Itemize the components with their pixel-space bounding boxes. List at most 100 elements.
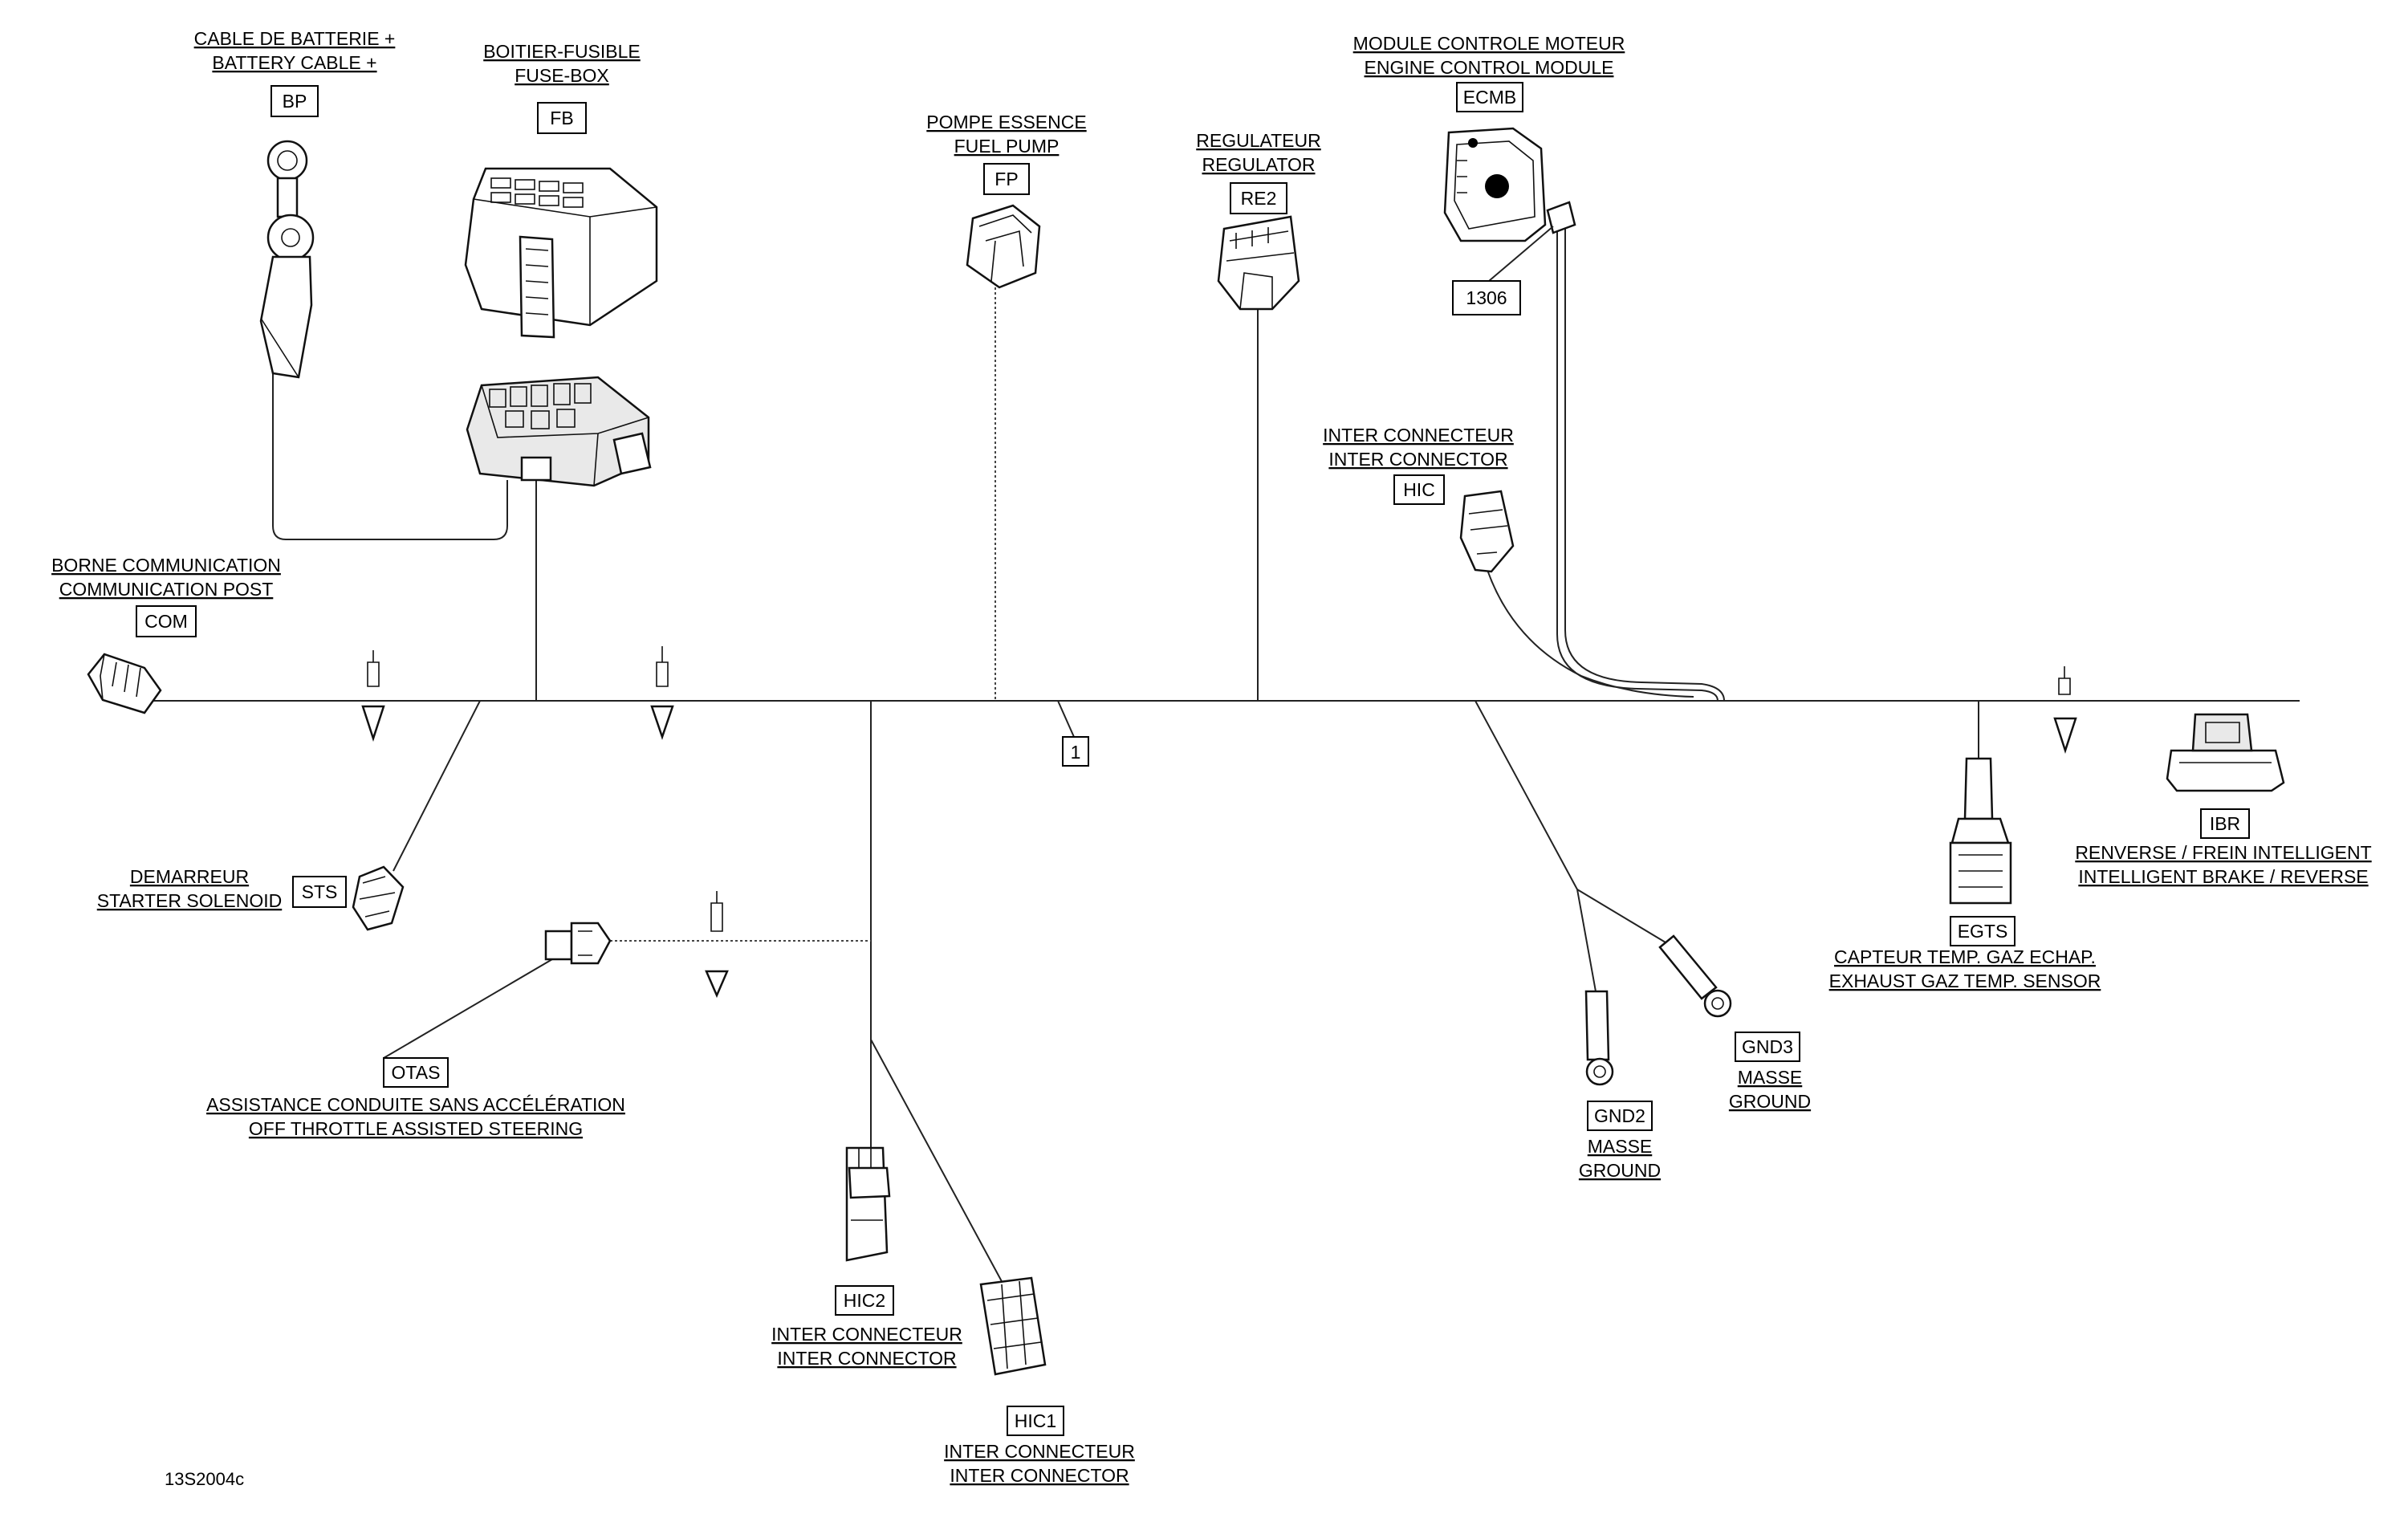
ecm-branch-2 <box>1564 217 1725 702</box>
gnd2-label: GND2 MASSE GROUND <box>1579 1101 1661 1181</box>
fb-label: BOITIER-FUSIBLE FUSE-BOX FB <box>483 41 641 134</box>
harness-clip-3 <box>705 891 729 999</box>
exhaust-gas-temp-sensor <box>1949 757 2012 905</box>
gnd3-label-fr: MASSE <box>1738 1067 1803 1088</box>
ecm-part-number: 1306 <box>1466 287 1507 308</box>
ibr-code: IBR <box>2210 813 2240 834</box>
harness-clip-1 <box>361 650 385 743</box>
ecmb-label: MODULE CONTROLE MOTEUR ENGINE CONTROL MO… <box>1353 33 1625 112</box>
hic1-code-box <box>1007 1406 1064 1436</box>
hic-branch <box>1487 569 1694 698</box>
fb-label-fr: BOITIER-FUSIBLE <box>483 41 641 62</box>
bp-code: BP <box>283 91 307 112</box>
hic-label: INTER CONNECTEUR INTER CONNECTOR HIC <box>1323 425 1514 505</box>
gnd2-wire <box>1576 889 1597 992</box>
regulator-connector <box>1217 215 1300 311</box>
hic1-label-fr: INTER CONNECTEUR <box>944 1441 1135 1462</box>
otas-branch <box>383 953 563 1059</box>
ibr-label-fr: RENVERSE / FREIN INTELLIGENT <box>2075 842 2371 863</box>
bp-label-en: BATTERY CABLE + <box>212 52 376 73</box>
ecm-module <box>1443 127 1576 242</box>
otas-label-fr: ASSISTANCE CONDUITE SANS ACCÉLÉRATION <box>206 1094 625 1115</box>
com-label-en: COMMUNICATION POST <box>59 579 274 600</box>
hic2-label-en: INTER CONNECTOR <box>777 1348 956 1369</box>
re2-label-en: REGULATOR <box>1202 154 1315 175</box>
starter-solenoid-connector <box>352 865 405 931</box>
fp-code-box <box>983 163 1030 195</box>
hic1-connector <box>979 1276 1047 1376</box>
fuse-box-part <box>464 167 658 487</box>
otas-code-box <box>383 1057 449 1088</box>
otas-label: OTAS ASSISTANCE CONDUITE SANS ACCÉLÉRATI… <box>206 1057 625 1139</box>
hic2-label: HIC2 INTER CONNECTEUR INTER CONNECTOR <box>771 1285 962 1369</box>
com-label: BORNE COMMUNICATION COMMUNICATION POST C… <box>51 555 281 637</box>
hic-label-en: INTER CONNECTOR <box>1328 449 1507 470</box>
ibr-label: IBR RENVERSE / FREIN INTELLIGENT INTELLI… <box>2075 808 2372 887</box>
harness-callout: 1 <box>1062 736 1089 767</box>
communication-post-connector <box>87 653 162 714</box>
battery-cable-terminal <box>259 140 315 379</box>
sts-label-fr: DEMARREUR <box>130 866 249 887</box>
hic1-label-en: INTER CONNECTOR <box>950 1465 1129 1486</box>
fp-label: POMPE ESSENCE FUEL PUMP FP <box>926 112 1087 195</box>
gnd2-code: GND2 <box>1594 1105 1645 1126</box>
fb-code: FB <box>550 108 573 128</box>
com-code-box <box>136 605 197 637</box>
otas-sensor <box>544 922 612 965</box>
re2-code-box <box>1230 182 1287 214</box>
ecm-branch <box>1556 217 1719 702</box>
gnd2-code-box <box>1587 1101 1653 1131</box>
ibr-code-box <box>2200 808 2250 839</box>
ecmb-code-box <box>1456 82 1523 112</box>
ecm-part-callout: 1306 <box>1452 226 1554 315</box>
bp-code-box <box>270 85 319 117</box>
sts-label-en: STARTER SOLENOID <box>97 890 282 911</box>
gnd3-wire <box>1576 889 1674 948</box>
sts-code: STS <box>302 881 338 902</box>
hic-label-fr: INTER CONNECTEUR <box>1323 425 1514 446</box>
ecmb-label-fr: MODULE CONTROLE MOTEUR <box>1353 33 1625 54</box>
hic1-branch <box>870 1039 1004 1285</box>
otas-label-en: OFF THROTTLE ASSISTED STEERING <box>249 1118 583 1139</box>
fp-label-en: FUEL PUMP <box>954 136 1060 157</box>
starter-branch <box>393 700 481 872</box>
ground-3-terminal <box>1658 934 1732 1018</box>
sts-label: DEMARREUR STARTER SOLENOID STS <box>97 866 347 911</box>
fp-label-fr: POMPE ESSENCE <box>926 112 1086 132</box>
re2-label: REGULATEUR REGULATOR RE2 <box>1196 130 1321 214</box>
ecmb-code: ECMB <box>1463 87 1516 108</box>
egts-label: EGTS CAPTEUR TEMP. GAZ ECHAP. EXHAUST GA… <box>1829 916 2101 991</box>
fb-code-box <box>537 102 587 134</box>
ground-2-terminal <box>1584 990 1614 1086</box>
sts-code-box <box>292 876 347 908</box>
re2-label-fr: REGULATEUR <box>1196 130 1321 151</box>
bp-label: CABLE DE BATTERIE + BATTERY CABLE + BP <box>194 28 396 117</box>
gnd3-code: GND3 <box>1742 1036 1793 1057</box>
otas-code: OTAS <box>392 1062 441 1083</box>
hic2-code: HIC2 <box>844 1290 885 1311</box>
bp-label-fr: CABLE DE BATTERIE + <box>194 28 396 49</box>
hic2-code-box <box>835 1285 894 1316</box>
gnd2-label-en: GROUND <box>1579 1160 1661 1181</box>
fb-label-en: FUSE-BOX <box>515 65 609 86</box>
battery-cable-wire <box>272 369 508 540</box>
hic1-label: HIC1 INTER CONNECTEUR INTER CONNECTOR <box>944 1406 1135 1486</box>
gnd2-label-fr: MASSE <box>1588 1136 1653 1157</box>
gnd3-code-box <box>1735 1032 1800 1062</box>
re2-code: RE2 <box>1241 188 1277 209</box>
hic-connector <box>1459 490 1515 573</box>
intelligent-brake-reverse-module <box>2166 713 2285 792</box>
gnd3-label: GND3 MASSE GROUND <box>1729 1032 1811 1112</box>
egts-label-fr: CAPTEUR TEMP. GAZ ECHAP. <box>1834 946 2096 967</box>
harness-callout-number: 1 <box>1071 742 1081 763</box>
ibr-label-en: INTELLIGENT BRAKE / REVERSE <box>2078 866 2368 887</box>
ecmb-label-en: ENGINE CONTROL MODULE <box>1365 57 1614 78</box>
egts-code: EGTS <box>1958 921 2008 942</box>
hic-code: HIC <box>1403 479 1435 500</box>
ground-branch <box>1474 700 1578 890</box>
egts-label-en: EXHAUST GAZ TEMP. SENSOR <box>1829 971 2101 991</box>
fuel-pump-connector <box>966 204 1041 289</box>
com-label-fr: BORNE COMMUNICATION <box>51 555 281 576</box>
egts-code-box <box>1950 916 2015 946</box>
